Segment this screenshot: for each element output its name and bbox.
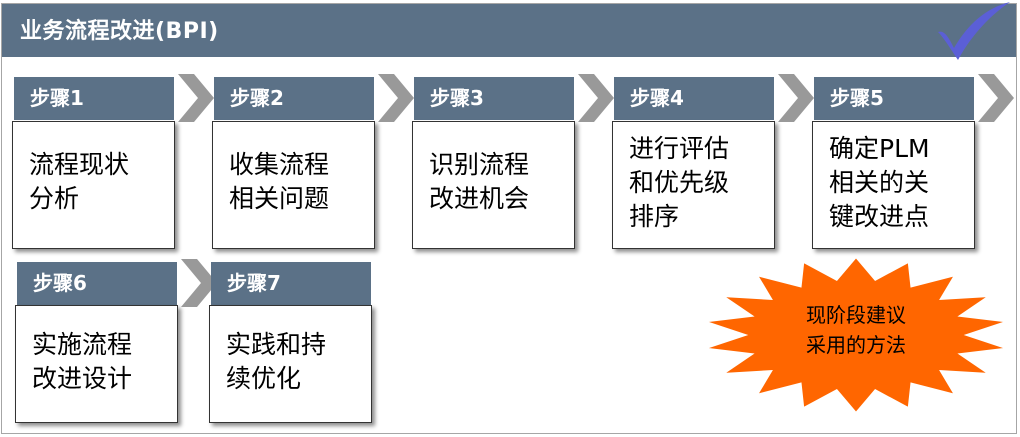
step-1-box: 流程现状 分析 <box>12 121 175 249</box>
step-6-box: 实施流程 改进设计 <box>15 305 178 423</box>
step-6-line-2: 改进设计 <box>32 364 133 393</box>
callout-text: 现阶段建议 采用的方法 <box>756 300 956 360</box>
step-7-header: 步骤7 <box>211 262 371 305</box>
step-6-header: 步骤6 <box>17 262 177 305</box>
step-4-line-3: 排序 <box>629 202 680 231</box>
step-5-line-1: 确定PLM <box>829 134 930 163</box>
chevron-right-icon <box>181 259 217 307</box>
step-3-header: 步骤3 <box>414 77 574 120</box>
step-4-box: 进行评估 和优先级 排序 <box>612 121 775 249</box>
starburst-callout <box>703 255 1009 415</box>
step-2-box: 收集流程 相关问题 <box>212 121 375 249</box>
step-3-box: 识别流程 改进机会 <box>412 121 575 249</box>
step-7-line-1: 实践和持 <box>226 330 327 359</box>
chevron-right-icon <box>778 74 814 122</box>
callout-line-1: 现阶段建议 <box>806 303 906 327</box>
step-1-header: 步骤1 <box>14 77 174 120</box>
step-7-box: 实践和持 续优化 <box>209 305 372 423</box>
title-bar: 业务流程改进(BPI) <box>2 4 1016 57</box>
step-2-line-2: 相关问题 <box>229 184 330 213</box>
callout-line-2: 采用的方法 <box>806 333 906 357</box>
chevron-right-icon <box>578 74 614 122</box>
step-6-line-1: 实施流程 <box>32 330 133 359</box>
step-2-line-1: 收集流程 <box>229 150 330 179</box>
check-icon <box>938 2 1010 60</box>
step-4-header: 步骤4 <box>614 77 774 120</box>
step-4-line-1: 进行评估 <box>629 134 730 163</box>
step-5-line-3: 键改进点 <box>829 202 930 231</box>
chevron-right-icon <box>978 74 1014 122</box>
step-5-box: 确定PLM 相关的关 键改进点 <box>812 121 975 249</box>
step-4-line-2: 和优先级 <box>629 168 730 197</box>
page-title: 业务流程改进(BPI) <box>20 19 219 44</box>
step-5-header: 步骤5 <box>814 77 974 120</box>
step-3-line-2: 改进机会 <box>429 184 530 213</box>
step-5-line-2: 相关的关 <box>829 168 930 197</box>
chevron-right-icon <box>378 74 414 122</box>
step-1-line-1: 流程现状 <box>29 150 130 179</box>
step-2-header: 步骤2 <box>214 77 374 120</box>
chevron-right-icon <box>178 74 214 122</box>
step-1-line-2: 分析 <box>29 184 80 213</box>
step-7-line-2: 续优化 <box>226 364 302 393</box>
step-3-line-1: 识别流程 <box>429 150 530 179</box>
